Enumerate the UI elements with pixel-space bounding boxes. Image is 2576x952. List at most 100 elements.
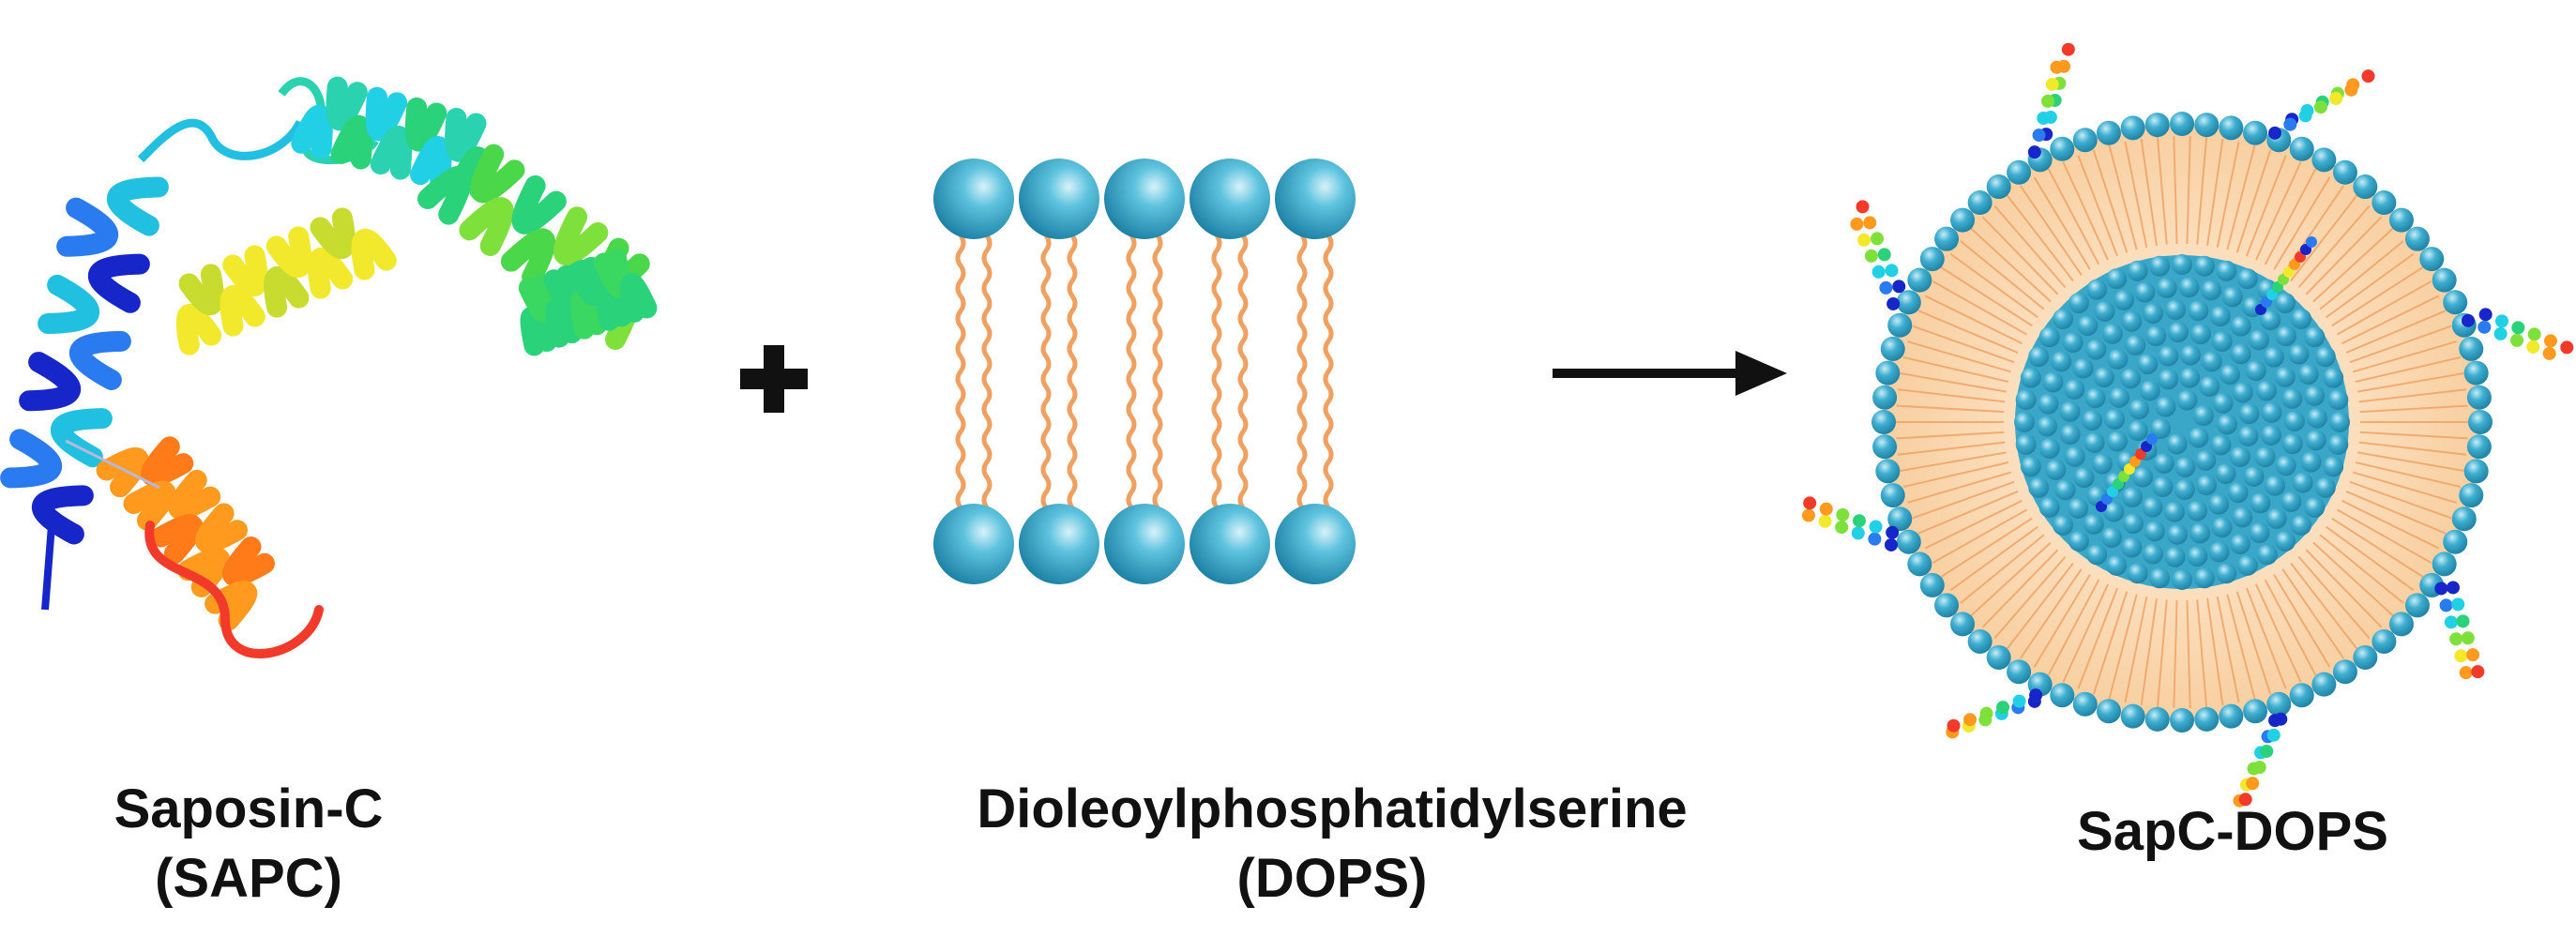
- vesicle-outer-head: [2332, 159, 2357, 185]
- peptide-segment: [2446, 581, 2460, 595]
- vesicle-inner-head: [2121, 310, 2143, 332]
- peptide-segment: [1868, 532, 1882, 546]
- vesicle-lipid-tail: [2226, 144, 2256, 250]
- lipid-head: [1275, 504, 1356, 584]
- helix-turn: [365, 86, 408, 142]
- vesicle-lipid-tail: [2331, 266, 2424, 327]
- vesicle-lipid-tail: [2341, 499, 2440, 550]
- vesicle-inner-head: [2229, 534, 2250, 555]
- vesicle-inner-head: [2042, 371, 2064, 393]
- vesicle-lipid-tail: [2290, 562, 2358, 650]
- peptide-segment: [1979, 706, 1993, 720]
- helix-turn: [370, 125, 413, 180]
- lipid-head: [1019, 159, 1099, 239]
- helix-turn: [593, 248, 631, 298]
- vesicle-lipid-tail: [2140, 138, 2158, 247]
- peptide-segment: [1885, 264, 1899, 278]
- vesicle-outer-head: [2243, 699, 2268, 724]
- peptide-segment: [2298, 109, 2312, 123]
- lipid-head: [933, 159, 1014, 239]
- vesicle-inner-head: [2038, 326, 2060, 348]
- vesicle-inner-head: [2127, 563, 2148, 584]
- vesicle-inner-head: [2199, 375, 2220, 397]
- peptide-segment: [2041, 94, 2055, 108]
- vesicle-lipid-tail: [2124, 141, 2148, 248]
- peptide-segment: [2560, 340, 2574, 355]
- vesicle-lipid-tail: [2281, 568, 2344, 659]
- vesicle-lipid-tail: [1897, 388, 2006, 403]
- vesicle-inner-head: [2028, 476, 2050, 498]
- helix-turn: [264, 266, 310, 318]
- vesicle-lipid-tail: [1932, 280, 2028, 336]
- vesicle-inner-head: [2281, 433, 2303, 455]
- vesicle-inner-head: [2208, 493, 2230, 515]
- vesicle-inner-head: [2084, 431, 2105, 453]
- vesicle-inner-head: [2120, 368, 2142, 389]
- vesicle-lipid-tail: [2290, 194, 2358, 282]
- vesicle-inner-head: [2083, 513, 2104, 535]
- vesicle-outer-head: [1887, 506, 1913, 532]
- sapc-dops-nanovesicle: [1801, 42, 2574, 808]
- peptide-segment: [2471, 665, 2485, 679]
- lipid-tail: [1067, 234, 1078, 509]
- vesicle-inner-head: [2256, 544, 2278, 566]
- vesicle-inner-head: [2230, 315, 2251, 337]
- vesicle-lipid-tail: [1993, 555, 2067, 640]
- vesicle-inner-head: [2283, 411, 2305, 432]
- vesicle-inner-head: [2236, 268, 2258, 290]
- vesicle-lipid-tail: [2062, 161, 2109, 261]
- vesicle-lipid-tail: [1949, 252, 2038, 319]
- vesicle-inner-head: [2211, 517, 2233, 538]
- peptide-segment: [2045, 77, 2059, 91]
- vesicle-lipid-tail: [1924, 295, 2023, 345]
- peptide-segment: [1803, 496, 1817, 510]
- vesicle-inner-head: [2107, 348, 2129, 370]
- vesicle-inner-head: [2129, 399, 2150, 420]
- vesicle-inner-head: [2149, 567, 2171, 589]
- peptide-segment: [2511, 321, 2525, 335]
- vesicle-inner-head: [2210, 434, 2232, 456]
- vesicle-inner-head: [2106, 431, 2128, 452]
- vesicle-lipid-tail: [2264, 168, 2317, 265]
- vesicle-inner-head: [2195, 449, 2217, 471]
- peptide-segment: [1819, 502, 1833, 516]
- vesicle-inner-head: [2215, 462, 2236, 484]
- vesicle-outer-head: [1919, 572, 1945, 597]
- vesicle-inner-head: [2123, 513, 2144, 535]
- vesicle-inner-head: [2187, 546, 2208, 567]
- vesicle-lipid-tail: [2349, 480, 2452, 520]
- peptide-segment: [2260, 744, 2274, 758]
- vesicle-lipid-tail: [2235, 591, 2272, 695]
- vesicle-lipid-tail: [1981, 216, 2059, 295]
- peptide-segment: [1884, 537, 1898, 552]
- vesicle-inner-head: [2265, 507, 2287, 529]
- vesicle-lipid-tail: [1949, 525, 2038, 592]
- helix-turn: [38, 274, 99, 334]
- peptide-segment: [2050, 60, 2064, 74]
- vesicle-inner-head: [2094, 300, 2115, 322]
- helix-turn: [178, 264, 224, 315]
- vesicle-lipid-tail: [1917, 310, 2019, 354]
- vesicle-lipid-tail: [1900, 372, 2007, 393]
- peptide-segment: [2494, 314, 2508, 328]
- vesicle-inner-head: [2174, 456, 2196, 477]
- helix-turn: [107, 176, 169, 236]
- inner-peptide-segment: [2146, 433, 2158, 445]
- vesicle-lipid-tail: [1907, 471, 2011, 504]
- vesicle-lipid-tail: [2156, 137, 2168, 245]
- helix-turn: [56, 197, 118, 257]
- vesicle-lipid-tail: [2108, 594, 2138, 700]
- helix-turn: [195, 503, 249, 553]
- peptide-segment: [1863, 216, 1877, 230]
- vesicle-outer-head: [1875, 360, 1901, 385]
- peptide-segment: [1892, 280, 1906, 294]
- vesicle-outer-head: [2332, 659, 2357, 685]
- peptide-segment: [1871, 232, 1885, 246]
- vesicle-outer-head: [2311, 147, 2337, 173]
- vesicle-lipid-tail: [1924, 499, 2023, 550]
- vesicle-inner-head: [2265, 475, 2286, 496]
- peptide-segment: [1947, 718, 1961, 733]
- peptide-segment: [2344, 83, 2358, 97]
- vesicle-inner-head: [2142, 543, 2163, 565]
